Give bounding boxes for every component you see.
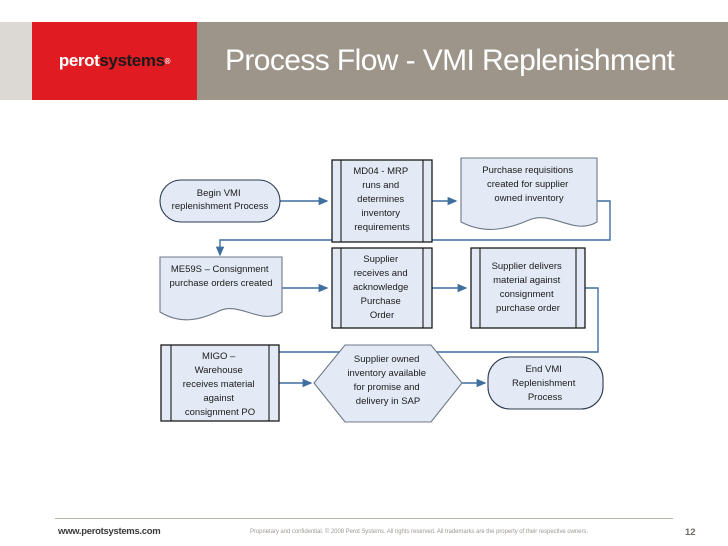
connector-wrap-row1-to-row2 — [215, 200, 611, 257]
node-inventory-sap[interactable]: Supplier owned inventory available for p… — [313, 344, 463, 423]
node-migo-shape — [160, 344, 280, 422]
page-title: Process Flow - VMI Replenishment — [225, 44, 675, 77]
node-purchase-req[interactable]: Purchase requisitions created for suppli… — [460, 157, 598, 230]
node-me59s[interactable]: ME59S – Consignment purchase orders crea… — [159, 256, 283, 321]
node-purchase-req-label: Purchase requisitions created for suppli… — [482, 165, 575, 204]
node-migo-label: MIGO – Warehouse receives material again… — [183, 351, 257, 418]
node-begin-label: Begin VMI replenishment Process — [172, 188, 269, 212]
title-band: Process Flow - VMI Replenishment — [197, 22, 728, 100]
logo-word-perot: perot — [58, 51, 100, 70]
node-me59s-label: ME59S – Consignment purchase orders crea… — [170, 264, 273, 289]
node-supplier-del-shape — [470, 247, 586, 329]
node-md04-shape — [331, 159, 433, 243]
node-inventory-sap-label: Supplier owned inventory available for p… — [347, 354, 428, 407]
node-purchase-req-shape — [460, 157, 598, 230]
node-supplier-ack-label: Supplier receives and acknowledge Purcha… — [353, 254, 411, 321]
node-begin[interactable]: Begin VMI replenishment Process — [159, 179, 281, 223]
node-begin-shape — [159, 179, 281, 223]
registered-mark-icon: ® — [164, 56, 171, 66]
node-inventory-sap-shape — [313, 344, 463, 423]
header-left-strip — [0, 22, 32, 100]
footer-page-number: 12 — [685, 527, 696, 538]
node-end-shape — [487, 356, 604, 410]
footer-website-url[interactable]: www.perotsystems.com — [58, 526, 161, 537]
node-end-label: End VMI Replenishment Process — [512, 364, 578, 403]
footer-divider — [55, 518, 673, 519]
node-end[interactable]: End VMI Replenishment Process — [487, 356, 604, 410]
node-supplier-ack[interactable]: Supplier receives and acknowledge Purcha… — [331, 247, 433, 329]
process-flow-diagram: Begin VMI replenishment Process MD04 - M… — [0, 100, 728, 505]
node-supplier-del[interactable]: Supplier delivers material against consi… — [470, 247, 586, 329]
node-supplier-del-label: Supplier delivers material against consi… — [492, 261, 565, 314]
node-me59s-shape — [159, 256, 283, 321]
node-md04[interactable]: MD04 - MRP runs and determines inventory… — [331, 159, 433, 243]
node-migo[interactable]: MIGO – Warehouse receives material again… — [160, 344, 280, 422]
footer-legal-notice: Proprietary and confidential. © 2008 Per… — [250, 529, 588, 535]
node-md04-label: MD04 - MRP runs and determines inventory… — [353, 166, 410, 233]
node-supplier-ack-shape — [331, 247, 433, 329]
logo-word-systems: systems — [99, 51, 165, 70]
